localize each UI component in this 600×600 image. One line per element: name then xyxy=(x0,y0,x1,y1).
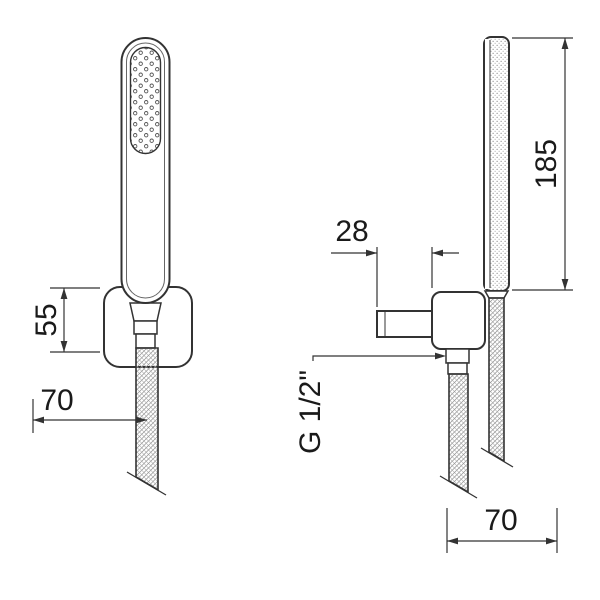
wall-bracket-side xyxy=(431,291,486,350)
thread-label: G 1/2" xyxy=(294,370,327,454)
arrowhead-left xyxy=(33,416,44,424)
arrowhead-up xyxy=(60,288,68,299)
hose-nut-side xyxy=(445,348,470,364)
leader-line xyxy=(312,355,435,361)
hose-collar-front xyxy=(135,333,156,349)
supply-pipe-side xyxy=(376,310,434,338)
handle-hose-side xyxy=(488,297,505,463)
hose-nut-front xyxy=(129,302,162,322)
arrowhead-left xyxy=(432,249,443,257)
thread-callout: G 1/2" xyxy=(294,352,446,454)
arrowhead-right xyxy=(546,537,557,545)
arrowhead-right xyxy=(435,352,446,360)
arrowhead-down xyxy=(561,279,569,290)
arrowhead-right xyxy=(366,249,377,257)
dim-label-front-offset: 70 xyxy=(40,384,73,417)
dim-label-side-offset: 70 xyxy=(484,504,517,537)
dimension-side-protrusion: 28 xyxy=(331,215,459,307)
side-view xyxy=(376,36,514,499)
dimension-front-height: 55 xyxy=(30,287,100,353)
handshower-inner-contour-front xyxy=(126,42,165,299)
dim-label-head-length: 185 xyxy=(530,139,563,189)
arrowhead-left xyxy=(447,537,458,545)
hose-break-line-handle xyxy=(480,447,514,468)
front-view xyxy=(103,37,193,496)
arrowhead-down xyxy=(60,341,68,352)
spray-face xyxy=(129,46,162,155)
supply-hose-side xyxy=(448,373,469,494)
dimension-head-length: 185 xyxy=(512,37,573,291)
hose-break-line-front xyxy=(126,471,167,496)
hose-collar-side xyxy=(447,362,468,375)
arrowhead-up xyxy=(561,38,569,49)
dimension-front-offset: 70 xyxy=(32,384,147,433)
dim-label-protrusion: 28 xyxy=(335,215,368,248)
arrowhead-right xyxy=(136,416,147,424)
hose-ferrule-front xyxy=(133,320,158,335)
dim-label-bracket-height: 55 xyxy=(30,303,63,336)
spray-face-side-band xyxy=(485,39,490,289)
hose-break-line-supply xyxy=(439,475,478,499)
handle-transition-side xyxy=(483,290,510,299)
dimension-side-offset: 70 xyxy=(446,504,558,553)
